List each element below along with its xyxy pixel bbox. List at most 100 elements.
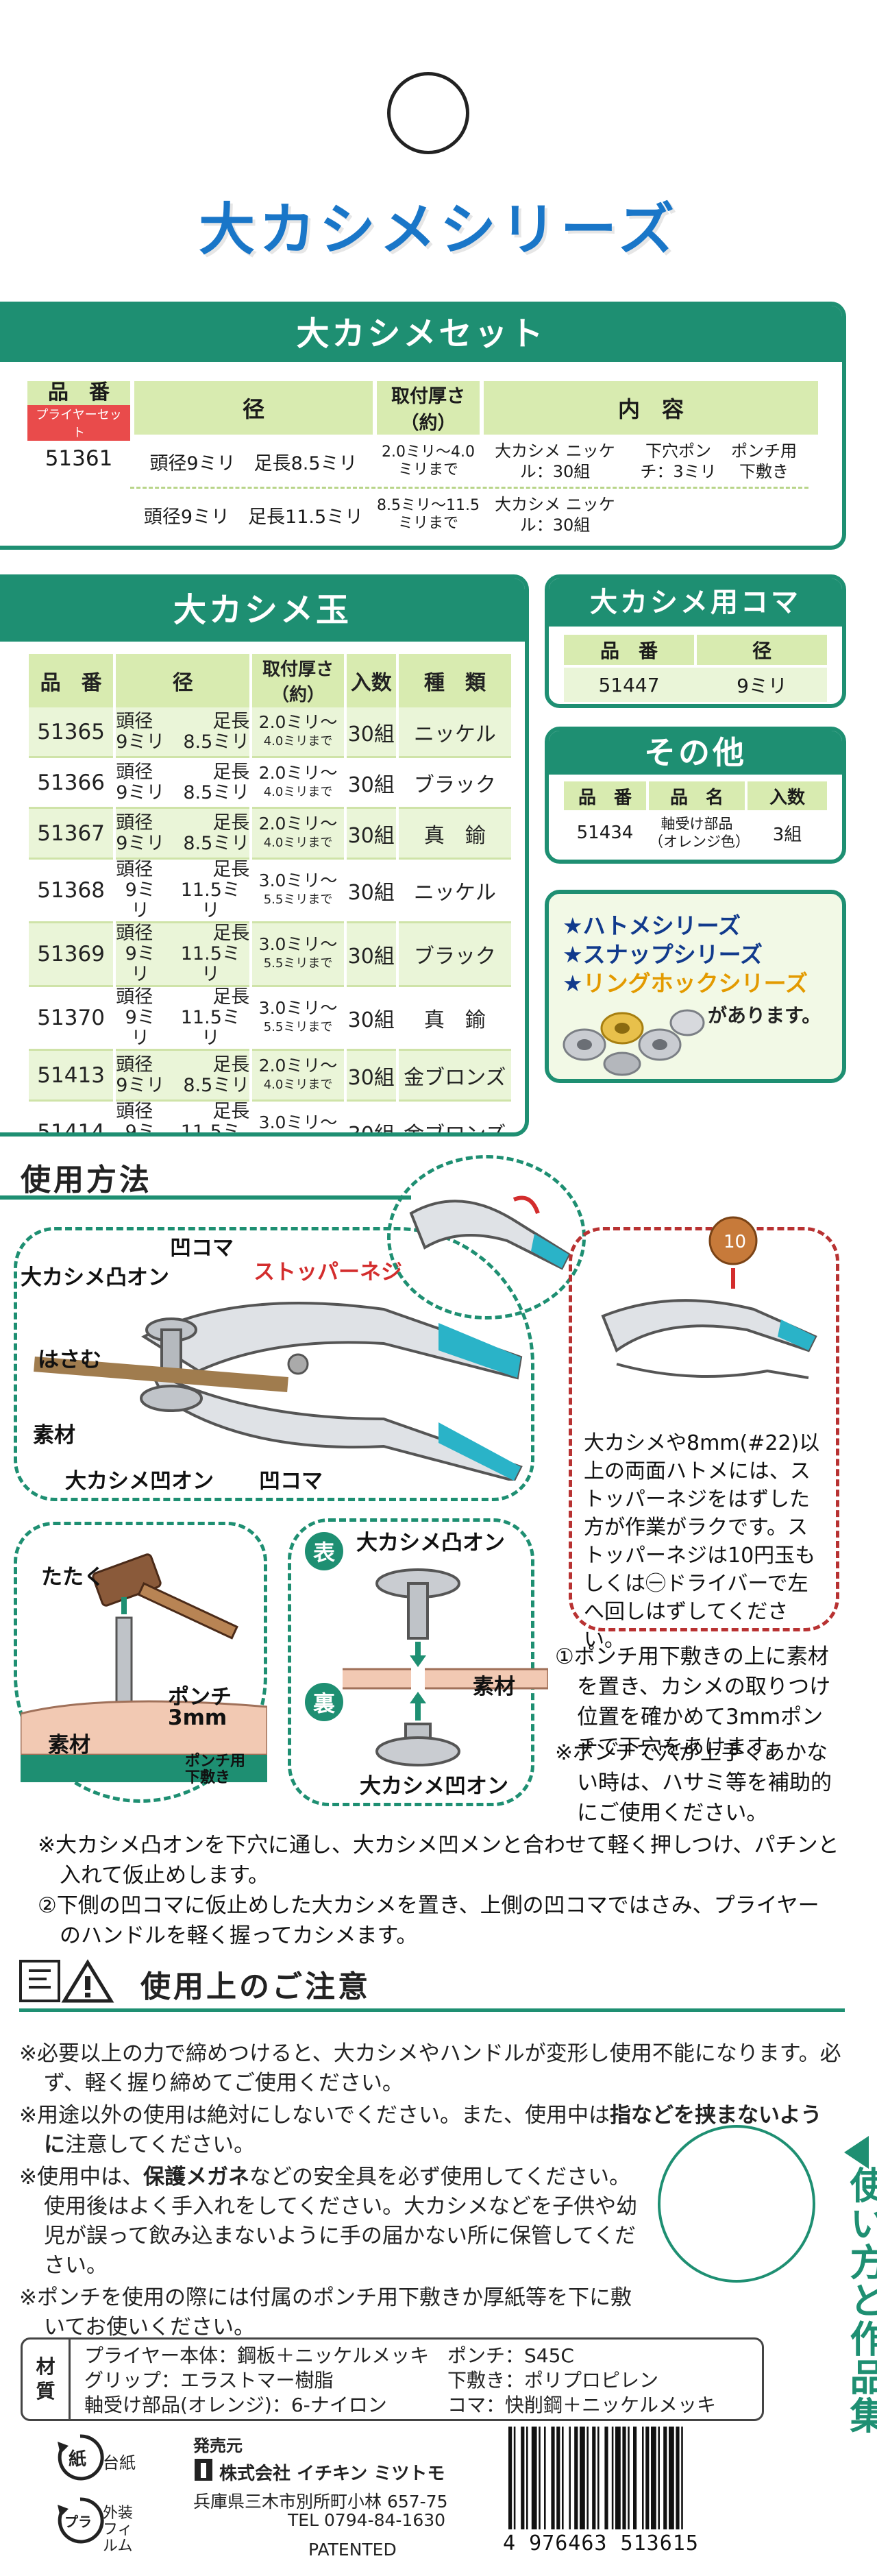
caution-heading: 使用上のご注意: [140, 1969, 371, 2004]
tama-qty: 30組: [346, 1051, 396, 1102]
paper-recycle-icon: 紙: [58, 2434, 104, 2481]
label-stopper: ストッパーネジ: [254, 1260, 402, 1285]
set-table: 品 番 プライヤーセット 径 取付厚さ（約） 内 容 51361 頭径9ミリ 足…: [27, 380, 818, 537]
tama-code: 51370: [29, 987, 114, 1051]
caution-list: ※必要以上の力で締めつけると、大カシメやハンドルが変形し使用不能になります。必ず…: [19, 2039, 841, 2345]
coin-label: 10: [724, 1232, 746, 1252]
label-top-koma: 凹コマ: [170, 1236, 234, 1261]
other-header-qty: 入数: [748, 781, 827, 810]
barcode: [508, 2427, 683, 2529]
step3-text: ②下側の凹コマに仮止めした大カシメを置き、上側の凹コマではさみ、プライヤーのハン…: [38, 1893, 819, 1948]
set-header-thickness: 取付厚さ（約）: [377, 381, 480, 435]
label-male: 大カシメ凸オン: [21, 1265, 169, 1290]
side-tab-arrow-icon: [844, 2136, 869, 2169]
label-punch-mat: ポンチ用下敷き: [185, 1753, 246, 1786]
tama-thickness: 2.0ミリ～4.0ミリまで: [252, 1051, 344, 1102]
tama-header-type: 種 類: [398, 654, 511, 707]
set-row2-thickness: 8.5ミリ～11.5ミリまで: [377, 497, 480, 532]
series-parts-image: [563, 1009, 705, 1076]
svg-text:紙: 紙: [69, 2449, 86, 2470]
tama-header-code: 品 番: [29, 654, 114, 707]
barcode-number: 4 976463 513615: [503, 2531, 699, 2555]
caution-item: ※ポンチを使用の際には付属のポンチ用下敷きか厚紙等を下に敷いてお使いください。: [19, 2285, 632, 2340]
usage-heading-bar: [0, 1195, 411, 1200]
label-female: 大カシメ凹オン: [65, 1469, 214, 1494]
series-box: ★ハトメシリーズ ★スナップシリーズ ★リングホックシリーズ があります。: [545, 890, 846, 1083]
tama-code: 51414: [29, 1102, 113, 1132]
page-title: 大カシメシリーズ: [198, 197, 678, 264]
step2-text: ※大カシメ凸オンを下穴に通し、大カシメ凹メンと合わせて軽く押しつけ、パチンと入れ…: [38, 1833, 839, 1888]
materials-col1: プライヤー本体：鋼板＋ニッケルメッキグリップ：エラストマー樹脂軸受け部品(オレン…: [84, 2344, 430, 2416]
tama-qty: 30組: [346, 758, 396, 809]
assembly-frame: [288, 1518, 534, 1806]
caution-heading-bar: [19, 2008, 845, 2012]
set-panel: 大カシメセット 品 番 プライヤーセット 径 取付厚さ（約） 内 容 51361…: [0, 302, 846, 550]
tama-thickness: 3.0ミリ～5.5ミリまで: [252, 987, 344, 1051]
koma-diameter: 9ミリ: [737, 675, 787, 697]
publisher-label: 発売元: [193, 2436, 243, 2455]
label-tataku: たたく: [41, 1565, 105, 1590]
tama-qty: 30組: [346, 923, 396, 987]
tama-qty: 30組: [346, 707, 396, 758]
other-panel: その他 品 番 品 名 入数 51434 軸受け部品（オレンジ色） 3組: [545, 727, 846, 864]
company-logo-icon: [195, 2459, 212, 2481]
label-punch: ポンチ: [168, 1685, 232, 1710]
patented: PATENTED: [308, 2540, 397, 2560]
label-male2: 大カシメ凸オン: [356, 1531, 505, 1555]
tama-thickness: 2.0ミリ～4.0ミリまで: [252, 707, 344, 758]
tama-type: ニッケル: [398, 707, 511, 758]
set-row1-diameter: 頭径9ミリ 足長8.5ミリ: [149, 452, 358, 474]
caution-item: ※必要以上の力で締めつけると、大カシメやハンドルが変形し使用不能になります。必ず…: [19, 2041, 841, 2095]
tama-header-thickness: 取付厚さ（約）: [252, 654, 344, 707]
svg-text:プラ: プラ: [64, 2514, 92, 2530]
usage-heading: 使用方法: [21, 1163, 152, 1198]
tama-type: 金ブロンズ: [398, 1051, 511, 1102]
set-row1-content: 大カシメ ニッケル：30組: [495, 441, 615, 481]
series-ringhook: ★リングホックシリーズ: [563, 970, 808, 997]
tama-type: 真 鍮: [398, 809, 511, 860]
tama-type: ブラック: [398, 758, 511, 809]
other-header-code: 品 番: [564, 781, 646, 810]
ura-badge: 裏: [305, 1683, 343, 1721]
koma-heading: 大カシメ用コマ: [549, 579, 842, 627]
set-row1-thickness: 2.0ミリ～4.0ミリまで: [382, 443, 475, 478]
zoom-illustration: [409, 1195, 571, 1270]
step1-note: ※ポンチで穴が上手くあかない時は、ハサミ等を補助的にご使用ください。: [555, 1740, 832, 1825]
label-hasamu: はさむ: [38, 1348, 101, 1372]
tama-qty: 30組: [346, 987, 396, 1051]
plier-illustration: [34, 1302, 523, 1481]
plastic-label: 外装フィルム: [103, 2505, 134, 2555]
koma-header-code: 品 番: [564, 635, 694, 665]
other-header-name: 品 名: [649, 781, 745, 810]
company-address: 兵庫県三木市別所町小林 657-75: [193, 2492, 448, 2512]
stopper-note: 大カシメや8mm(#22)以上の両面ハトメには、ストッパーネジをはずした方が作業…: [584, 1431, 820, 1652]
set-code: 51361: [45, 446, 113, 471]
set-header-diameter: 径: [134, 381, 373, 435]
set-row-divider: [130, 487, 808, 489]
tama-qty: 30組: [346, 809, 396, 860]
company-tel: TEL 0794-84-1630: [288, 2510, 446, 2530]
paper-label: 台紙: [103, 2453, 136, 2472]
step1-text: ①ポンチ用下敷きの上に素材を置き、カシメの取りつけ位置を確かめて3mmポンチで下…: [555, 1644, 831, 1760]
usage-main-frame: [14, 1227, 534, 1501]
tama-thickness: 2.0ミリ～4.0ミリまで: [252, 758, 344, 809]
set-heading: 大カシメセット: [0, 306, 842, 362]
side-tab-text: 使い方と作品集: [843, 2166, 877, 2435]
tama-heading: 大カシメ玉: [0, 579, 525, 642]
tama-header-qty: 入数: [346, 654, 396, 707]
label-bottom-koma: 凹コマ: [259, 1469, 323, 1494]
tama-type: ブラック: [398, 923, 511, 987]
punch-frame: [14, 1522, 267, 1803]
